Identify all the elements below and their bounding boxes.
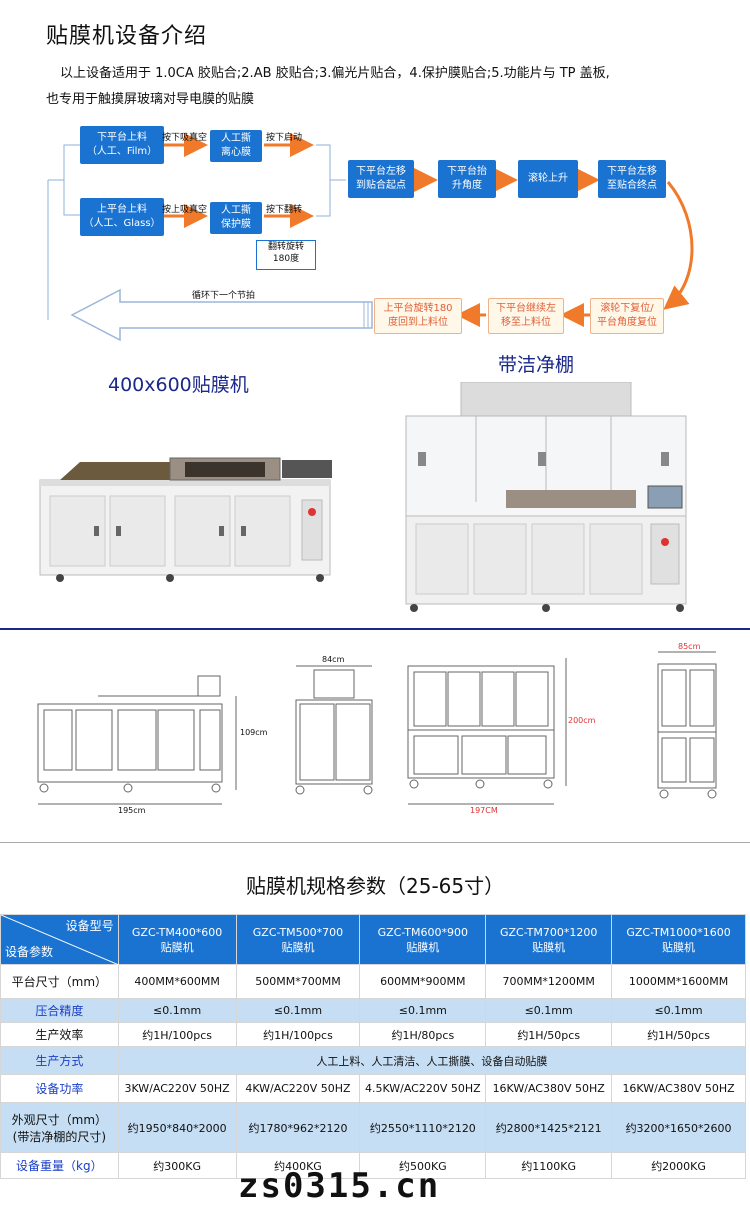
drawing-3-height: 200cm (568, 716, 596, 725)
drawing-2-width: 84cm (322, 655, 345, 664)
label-upper-vacuum: 按上吸真空 (162, 205, 208, 215)
step-move-to-load: 下平台继续左 移至上料位 (488, 298, 564, 334)
process-flow-diagram: 下平台上料 （人工、Film） 上平台上料 （人工、Glass） 人工撕 离心膜… (0, 110, 750, 350)
cell: 1000MM*1600MM (611, 964, 746, 999)
cell: 4KW/AC220V 50HZ (235, 1074, 361, 1103)
cell: 16KW/AC380V 50HZ (611, 1074, 746, 1103)
drawing-1-width: 195cm (118, 806, 146, 815)
row-label: 设备功率 (0, 1074, 119, 1103)
cell: ≤0.1mm (485, 998, 613, 1023)
cell: 16KW/AC380V 50HZ (485, 1074, 613, 1103)
step-move-to-start: 下平台左移 到贴合起点 (348, 160, 414, 198)
spec-row-power: 设备功率 3KW/AC220V 50HZ 4KW/AC220V 50HZ 4.5… (0, 1074, 746, 1103)
note-flip: 翻转旋转 180度 (256, 240, 316, 270)
row-label: 压合精度 (0, 998, 119, 1023)
model-400-title: 400x600贴膜机 (108, 374, 249, 396)
spec-row-precision: 压合精度 ≤0.1mm ≤0.1mm ≤0.1mm ≤0.1mm ≤0.1mm (0, 998, 746, 1023)
step-rotate-back: 上平台旋转180 度回到上料位 (374, 298, 462, 334)
step-raise-angle: 下平台抬 升角度 (438, 160, 496, 198)
spec-row-platform: 平台尺寸（mm） 400MM*600MM 500MM*700MM 600MM*9… (0, 964, 746, 999)
drawing-3-width: 197CM (470, 806, 498, 815)
technical-drawings (37, 651, 717, 805)
spec-row-efficiency: 生产效率 约1H/100pcs 约1H/100pcs 约1H/80pcs 约1H… (0, 1022, 746, 1047)
loop-arrow (70, 288, 373, 342)
cell: 600MM*900MM (359, 964, 487, 999)
cell: 约3200*1650*2600 (611, 1102, 746, 1153)
row-label: 外观尺寸（mm）(带洁净棚的尺寸) (0, 1102, 119, 1153)
machine-clean-shed-photo (405, 382, 687, 612)
intro-line-1: 以上设备适用于 1.0CA 胶贴合;2.AB 胶贴合;3.偏光片贴合，4.保护膜… (60, 66, 610, 81)
watermark: zs0315.cn (238, 1166, 441, 1206)
cell: 约2000KG (611, 1152, 746, 1179)
drawing-1-height: 109cm (240, 728, 268, 737)
row-label: 平台尺寸（mm） (0, 964, 119, 999)
spec-row-method: 生产方式 人工上料、人工清洁、人工撕膜、设备自动贴膜 (0, 1046, 747, 1075)
cell: ≤0.1mm (611, 998, 746, 1023)
spec-title: 贴膜机规格参数（25-65寸） (246, 874, 505, 898)
row-label: 生产方式 (0, 1046, 119, 1075)
section-divider-2 (0, 842, 750, 843)
step-peel-release-film: 人工撕 离心膜 (210, 130, 262, 162)
label-start: 按下启动 (266, 133, 303, 143)
step-peel-protect-film: 人工撕 保护膜 (210, 202, 262, 234)
cell: 约300KG (117, 1152, 237, 1179)
cell: 约1950*840*2000 (117, 1102, 237, 1153)
merged-cell: 人工上料、人工清洁、人工撕膜、设备自动贴膜 (117, 1046, 747, 1075)
cell: 约2800*1425*2121 (485, 1102, 613, 1153)
cell: 400MM*600MM (117, 964, 237, 999)
cell: 约1H/50pcs (611, 1022, 746, 1047)
cell: 约1H/50pcs (485, 1022, 613, 1047)
spec-corner: 设备型号 设备参数 (0, 914, 119, 965)
flow-connectors (47, 133, 694, 342)
step-roller-reset: 滚轮下复位/ 平台角度复位 (590, 298, 664, 334)
cell: ≤0.1mm (235, 998, 361, 1023)
step-move-to-end: 下平台左移 至贴合终点 (598, 160, 666, 198)
spec-row-dimensions: 外观尺寸（mm）(带洁净棚的尺寸) 约1950*840*2000 约1780*9… (0, 1102, 746, 1153)
loop-label: 循环下一个节拍 (192, 291, 256, 301)
label-flip: 按下翻转 (266, 205, 303, 215)
step-roller-up: 滚轮上升 (518, 160, 578, 198)
step-upper-load: 上平台上料 （人工、Glass） (80, 198, 164, 236)
cell: 约1780*962*2120 (235, 1102, 361, 1153)
cell: 约1H/100pcs (235, 1022, 361, 1047)
cell: 4.5KW/AC220V 50HZ (359, 1074, 487, 1103)
page-title: 贴膜机设备介绍 (46, 24, 208, 49)
cell: 700MM*1200MM (485, 964, 613, 999)
cell: 约500KG (359, 1152, 487, 1179)
clean-shed-title: 带洁净棚 (498, 354, 575, 376)
cell: 约2550*1110*2120 (359, 1102, 487, 1153)
cell: 500MM*700MM (235, 964, 361, 999)
section-divider-1 (0, 628, 750, 630)
cell: 约1H/100pcs (117, 1022, 237, 1047)
cell: 3KW/AC220V 50HZ (117, 1074, 237, 1103)
corner-top: 设备型号 (65, 919, 114, 933)
cell: ≤0.1mm (117, 998, 237, 1023)
cell: 约400KG (235, 1152, 361, 1179)
cell: 约1100KG (485, 1152, 613, 1179)
row-label: 生产效率 (0, 1022, 119, 1047)
drawing-4-width: 85cm (678, 642, 701, 651)
corner-bottom: 设备参数 (5, 945, 54, 959)
spec-row-weight: 设备重量（kg） 约300KG 约400KG 约500KG 约1100KG 约2… (0, 1152, 746, 1179)
label-lower-vacuum: 按下吸真空 (162, 133, 208, 143)
intro-line-2: 也专用于触摸屏玻璃对导电膜的贴膜 (46, 92, 255, 107)
row-label: 设备重量（kg） (0, 1152, 119, 1179)
cell: 约1H/80pcs (359, 1022, 487, 1047)
machine-400-photo (39, 457, 332, 582)
cell: ≤0.1mm (359, 998, 487, 1023)
step-lower-load: 下平台上料 （人工、Film） (80, 126, 164, 164)
